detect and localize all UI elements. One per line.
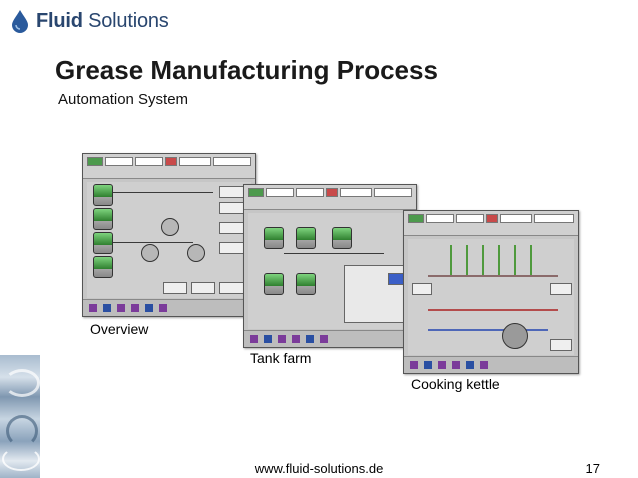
page-number: 17 — [585, 461, 600, 476]
overview-screenshot — [82, 153, 256, 317]
decorative-side-image — [0, 355, 40, 478]
footer-url: www.fluid-solutions.de — [254, 461, 384, 476]
slide-subtitle: Automation System — [58, 91, 189, 108]
cooking-kettle-screenshot — [403, 210, 579, 374]
tank-farm-caption: Tank farm — [250, 350, 312, 366]
cooking-kettle-caption: Cooking kettle — [411, 376, 500, 392]
company-logo: Fluid Solutions — [10, 8, 169, 34]
water-drop-icon — [12, 10, 28, 33]
logo-wordmark: Fluid Solutions — [36, 9, 169, 32]
overview-caption: Overview — [90, 321, 149, 337]
slide-title: Grease Manufacturing Process — [55, 55, 438, 85]
tank-farm-screenshot — [243, 184, 417, 348]
